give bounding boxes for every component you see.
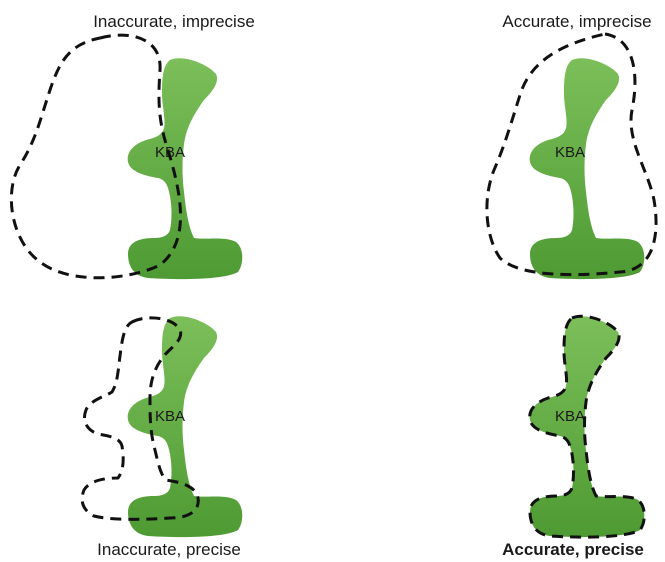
kba-shape bbox=[127, 58, 243, 280]
panel-accurate-imprecise: KBA bbox=[485, 32, 658, 280]
panel-title-inaccurate-precise: Inaccurate, precise bbox=[97, 540, 241, 559]
panel-inaccurate-precise: KBA bbox=[80, 316, 243, 538]
panel-accurate-precise: KBA bbox=[528, 314, 646, 539]
range-outline bbox=[9, 33, 182, 280]
panel-title-accurate-imprecise: Accurate, imprecise bbox=[502, 12, 652, 31]
panel-inaccurate-imprecise: KBA bbox=[9, 33, 243, 280]
panel-title-inaccurate-imprecise: Inaccurate, imprecise bbox=[93, 12, 255, 31]
kba-shape bbox=[127, 316, 243, 538]
range-outline bbox=[485, 32, 658, 277]
range-outline bbox=[80, 316, 200, 521]
kba-shape bbox=[529, 316, 645, 538]
kba-shape bbox=[529, 58, 645, 280]
panel-title-accurate-precise: Accurate, precise bbox=[502, 540, 644, 559]
kba-label: KBA bbox=[555, 408, 585, 425]
kba-label: KBA bbox=[155, 408, 185, 425]
kba-label: KBA bbox=[555, 144, 585, 161]
